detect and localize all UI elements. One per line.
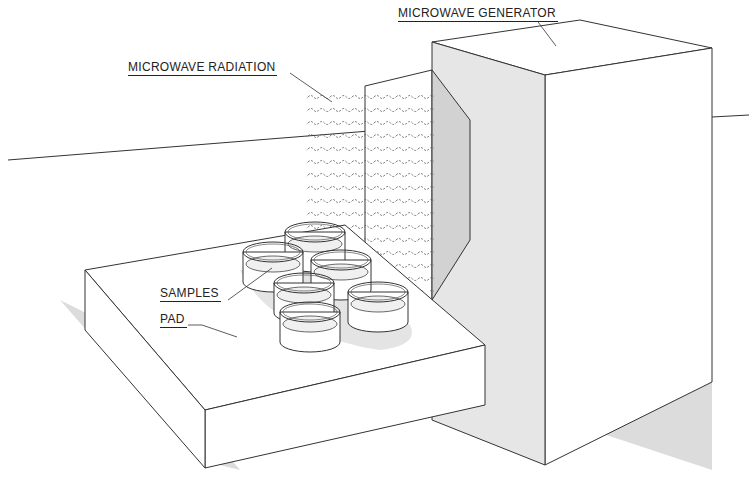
sample-liquid: [277, 287, 331, 303]
cup-rim: [348, 282, 408, 302]
cup-rim: [280, 302, 340, 322]
callout-label: MICROWAVE GENERATOR: [398, 6, 558, 22]
cup-rim: [285, 222, 345, 242]
cup-rim-inner: [277, 275, 331, 291]
callout-label: MICROWAVE RADIATION: [128, 60, 277, 76]
cup-rim-inner: [314, 252, 368, 268]
sample-cup: [348, 282, 408, 332]
sample-cup: [280, 302, 340, 352]
sample-liquid: [351, 296, 405, 312]
cup-rim-inner: [288, 224, 342, 240]
cup-body: [348, 292, 408, 332]
horizon-line: [712, 115, 749, 117]
sample-liquid: [314, 264, 368, 280]
samples: [243, 222, 408, 352]
pad: [85, 225, 485, 468]
cup-rim-inner: [351, 284, 405, 300]
cup-rim: [243, 242, 303, 262]
cup-rim-inner: [246, 244, 300, 260]
callout-label: SAMPLES: [160, 286, 221, 302]
callout-label: PAD: [160, 312, 187, 328]
cup-rim: [274, 273, 334, 293]
cup-body: [280, 312, 340, 352]
cup-rim: [311, 250, 371, 270]
sample-liquid: [246, 256, 300, 272]
sample-liquid: [283, 316, 337, 332]
sample-liquid: [288, 236, 342, 252]
cup-rim-inner: [283, 304, 337, 320]
